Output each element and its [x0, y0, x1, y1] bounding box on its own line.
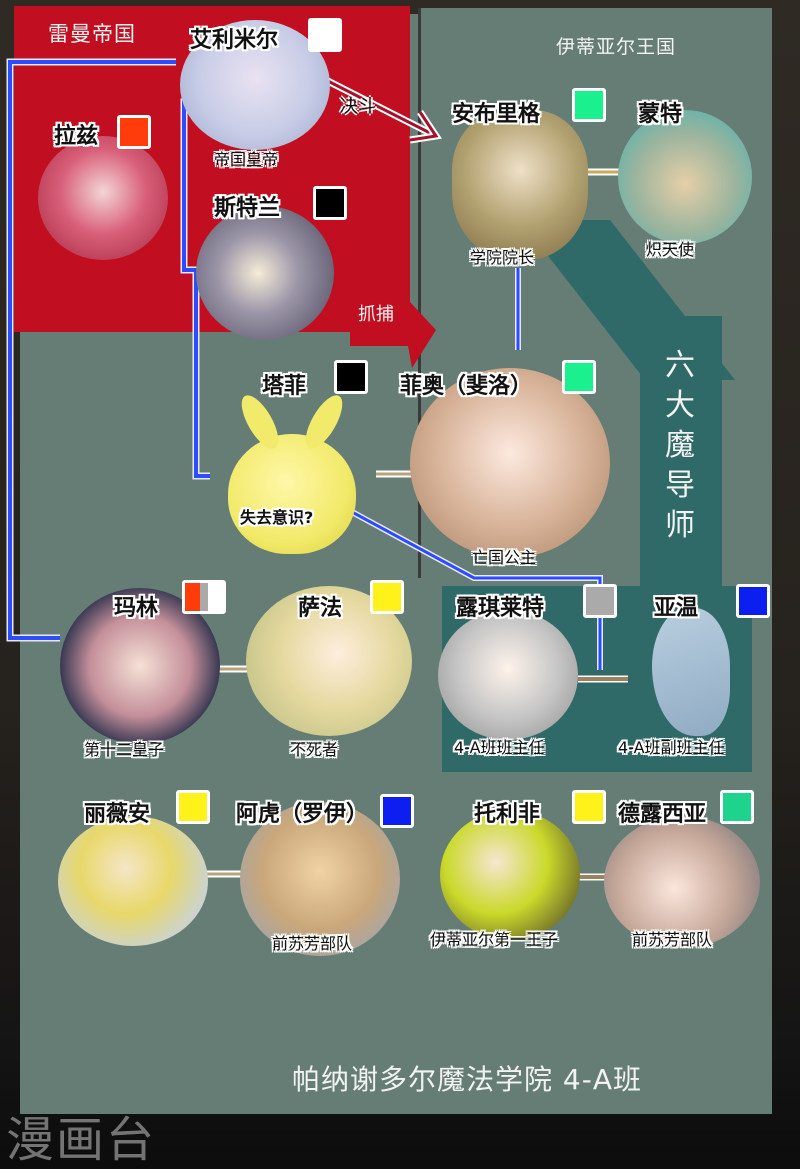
name-stran: 斯特兰: [214, 196, 281, 221]
avatar-stran: [196, 206, 334, 340]
avatar-marin: [60, 588, 220, 744]
role-ahu: 前苏芳部队: [272, 934, 353, 953]
avatar-anbrig: [452, 110, 588, 260]
swatch-taffy: [334, 360, 368, 394]
name-marin: 玛林: [114, 596, 159, 621]
swatch-ahu: [380, 794, 414, 828]
name-lucilet: 露琪莱特: [456, 596, 545, 621]
swatch-torifei: [572, 790, 606, 824]
empire-label: 雷曼帝国: [48, 22, 136, 46]
swatch-fio: [562, 360, 596, 394]
watermark: 漫画台: [6, 1112, 157, 1168]
name-livian: 丽薇安: [84, 802, 151, 827]
name-taffy: 塔菲: [262, 374, 307, 399]
swatch-raz: [117, 115, 151, 149]
name-elimir: 艾利米尔: [190, 28, 279, 53]
role-elimir: 帝国皇帝: [214, 150, 279, 169]
avatar-fio: [410, 368, 610, 558]
duel-label: 决斗: [340, 96, 376, 117]
name-torifei: 托利非: [474, 802, 541, 827]
swatch-livian: [176, 790, 210, 824]
swatch-yawen: [736, 584, 770, 618]
name-fio: 菲奥（斐洛）: [400, 374, 533, 399]
swatch-stran: [313, 186, 347, 220]
academy-caption: 帕纳谢多尔魔法学院 4-A班: [292, 1063, 642, 1096]
role-delucia: 前苏芳部队: [632, 930, 713, 949]
name-anbrig: 安布里格: [452, 102, 541, 127]
role-torifei: 伊蒂亚尔第一王子: [430, 930, 559, 949]
name-delucia: 德露西亚: [618, 802, 707, 827]
swatch-marin: [182, 580, 226, 614]
name-mont: 蒙特: [638, 102, 683, 127]
avatar-yawen: [652, 608, 730, 736]
swatch-delucia: [720, 790, 754, 824]
role-marin: 第十二皇子: [84, 740, 165, 759]
avatar-taffy: [228, 434, 356, 554]
swatch-safa: [370, 580, 404, 614]
name-ahu: 阿虎（罗伊）: [236, 802, 369, 827]
avatar-ahu: [240, 802, 400, 956]
swatch-elimir: [308, 18, 342, 52]
name-yawen: 亚温: [654, 596, 699, 621]
role-fio: 亡国公主: [472, 548, 537, 567]
avatar-elimir: [180, 20, 330, 150]
six-mages-label: 六 大 魔 导 师: [665, 348, 695, 543]
name-raz: 拉兹: [54, 124, 99, 149]
avatar-torifei: [440, 810, 580, 940]
avatar-livian: [58, 816, 208, 946]
role-safa: 不死者: [290, 740, 339, 759]
taffy-status-label: 失去意识?: [240, 508, 314, 527]
swatch-lucilet: [583, 584, 617, 618]
kingdom-label: 伊蒂亚尔王国: [556, 36, 677, 58]
avatar-lucilet: [438, 610, 578, 740]
role-mont: 炽天使: [646, 240, 695, 259]
avatar-delucia: [604, 816, 760, 948]
arrest-label: 抓捕: [358, 304, 394, 325]
role-lucilet: 4-A班班主任: [454, 738, 545, 757]
name-safa: 萨法: [298, 596, 343, 621]
role-yawen: 4-A班副班主任: [618, 738, 725, 757]
swatch-anbrig: [572, 88, 606, 122]
avatar-mont: [618, 110, 752, 244]
avatar-raz: [38, 136, 168, 260]
six-mages-band: [640, 316, 722, 596]
role-anbrig: 学院院长: [470, 248, 535, 267]
